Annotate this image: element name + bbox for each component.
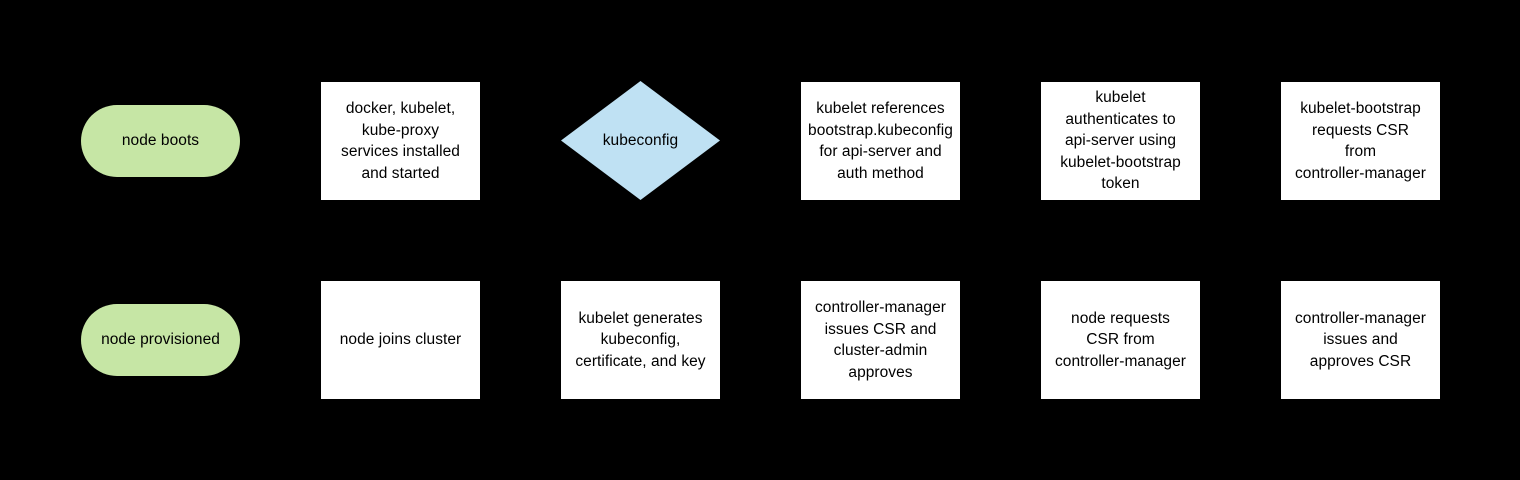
flowchart-node-label: kubelet references bootstrap.kubeconfig … <box>808 100 953 182</box>
flowchart-node-label: node provisioned <box>101 331 220 349</box>
flowchart-node-label: kubelet authenticates to api-server usin… <box>1060 89 1181 193</box>
flowchart-node-label: node boots <box>121 132 200 150</box>
flowchart-node-kubelet-generates[interactable]: kubelet generates kubeconfig, certificat… <box>561 281 720 399</box>
flowchart-node-kubelet-authenticates[interactable]: kubelet authenticates to api-server usin… <box>1041 82 1200 200</box>
flowchart-node-label: controller-manager issues and approves C… <box>1295 309 1426 370</box>
flowchart-node-node-provisioned[interactable]: node provisioned <box>81 304 240 376</box>
flowchart-node-node-requests-csr[interactable]: node requests CSR from controller-manage… <box>1041 281 1200 399</box>
flowchart-node-label: node requests CSR from controller-manage… <box>1055 309 1186 370</box>
flowchart-node-kubeconfig-decision[interactable]: kubeconfig <box>561 81 720 200</box>
flowchart-node-kubelet-references-bootstrap[interactable]: kubelet references bootstrap.kubeconfig … <box>801 82 960 200</box>
flowchart-node-controller-manager-issues-csr[interactable]: controller-manager issues CSR and cluste… <box>801 281 960 399</box>
flowchart-node-label: controller-manager issues CSR and cluste… <box>815 299 946 381</box>
flowchart-node-services-installed[interactable]: docker, kubelet, kube-proxy services ins… <box>321 82 480 200</box>
flowchart-node-node-boots[interactable]: node boots <box>81 105 240 177</box>
flowchart-node-label: kubelet-bootstrap requests CSR from cont… <box>1295 100 1426 182</box>
flowchart-node-kubelet-bootstrap-requests-csr[interactable]: kubelet-bootstrap requests CSR from cont… <box>1281 82 1440 200</box>
flowchart-node-label: kubelet generates kubeconfig, certificat… <box>575 309 706 370</box>
flowchart-node-controller-manager-approves[interactable]: controller-manager issues and approves C… <box>1281 281 1440 399</box>
flowchart-node-label: docker, kubelet, kube-proxy services ins… <box>341 100 460 182</box>
flowchart-node-node-joins-cluster[interactable]: node joins cluster <box>321 281 480 399</box>
flowchart-node-label: node joins cluster <box>339 331 462 349</box>
flowchart-node-label: kubeconfig <box>602 131 679 149</box>
